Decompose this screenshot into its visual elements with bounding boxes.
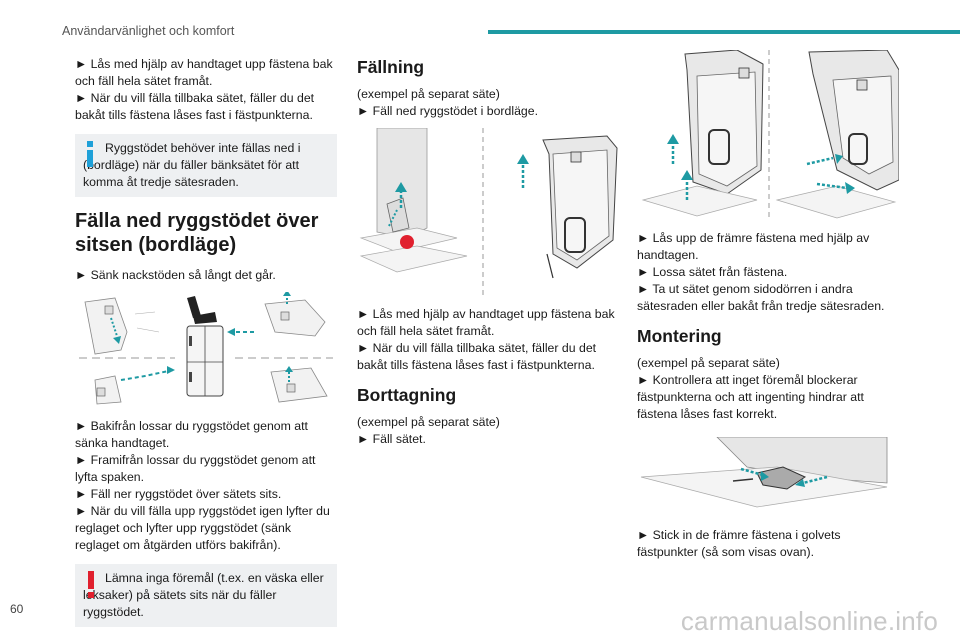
paragraph: ► När du vill fälla upp ryggstödet igen … (75, 504, 330, 552)
column-2: Fällning (exempel på separat säte) ► Fäl… (357, 56, 619, 448)
header-accent-bar (488, 30, 960, 34)
info-icon (87, 141, 93, 167)
paragraph: ► När du vill fälla tillbaka sätet, fäll… (75, 91, 315, 122)
subtitle: (exempel på separat säte) (637, 356, 780, 370)
paragraph: ► Stick in de främre fästena i golvets f… (637, 528, 841, 559)
paragraph: ► Lås med hjälp av handtaget upp fästena… (75, 57, 333, 88)
paragraph: ► Sänk nackstöden så långt det går. (75, 268, 276, 282)
illustration-seat-removal (637, 50, 901, 220)
subtitle: (exempel på separat säte) (357, 415, 500, 429)
paragraph: ► Fäll ned ryggstödet i bordläge. (357, 104, 539, 118)
paragraph: ► Ta ut sätet genom sidodörren i andra s… (637, 282, 885, 313)
warning-note: Lämna inga föremål (t.ex. en väska eller… (75, 564, 337, 627)
warning-note-text: Lämna inga föremål (t.ex. en väska eller… (83, 571, 324, 619)
section-heading: Fälla ned ryggstödet över sitsen (bordlä… (75, 210, 319, 256)
page-number: 60 (10, 602, 24, 616)
section-heading: Montering (637, 326, 722, 346)
section-heading: Fällning (357, 57, 425, 77)
subtitle: (exempel på separat säte) (357, 87, 500, 101)
illustration-anchor-points (637, 437, 901, 515)
illustration-backrest-fold (75, 292, 337, 408)
paragraph: ► Framifrån lossar du ryggstödet genom a… (75, 453, 316, 484)
info-note-text: Ryggstödet behöver inte fällas ned i (bo… (83, 141, 301, 189)
paragraph: ► Lås med hjälp av handtaget upp fästena… (357, 307, 615, 338)
paragraph: ► När du vill fälla tillbaka sätet, fäll… (357, 341, 597, 372)
paragraph: ► Kontrollera att inget föremål blockera… (637, 373, 864, 421)
paragraph: ► Lås upp de främre fästena med hjälp av… (637, 231, 870, 262)
watermark: carmanualsonline.info (680, 606, 938, 636)
paragraph: ► Fäll sätet. (357, 432, 426, 446)
illustration-seat-tilt (357, 128, 619, 296)
column-3: ► Lås upp de främre fästena med hjälp av… (637, 50, 901, 561)
column-1: ► Lås med hjälp av handtaget upp fästena… (75, 56, 337, 639)
section-heading: Borttagning (357, 385, 457, 405)
info-note: Ryggstödet behöver inte fällas ned i (bo… (75, 134, 337, 197)
warning-icon (88, 571, 94, 598)
paragraph: ► Fäll ner ryggstödet över sätets sits. (75, 487, 282, 501)
paragraph: ► Bakifrån lossar du ryggstödet genom at… (75, 419, 308, 450)
paragraph: ► Lossa sätet från fästena. (637, 265, 788, 279)
header-title: Användarvänlighet och komfort (62, 24, 235, 38)
